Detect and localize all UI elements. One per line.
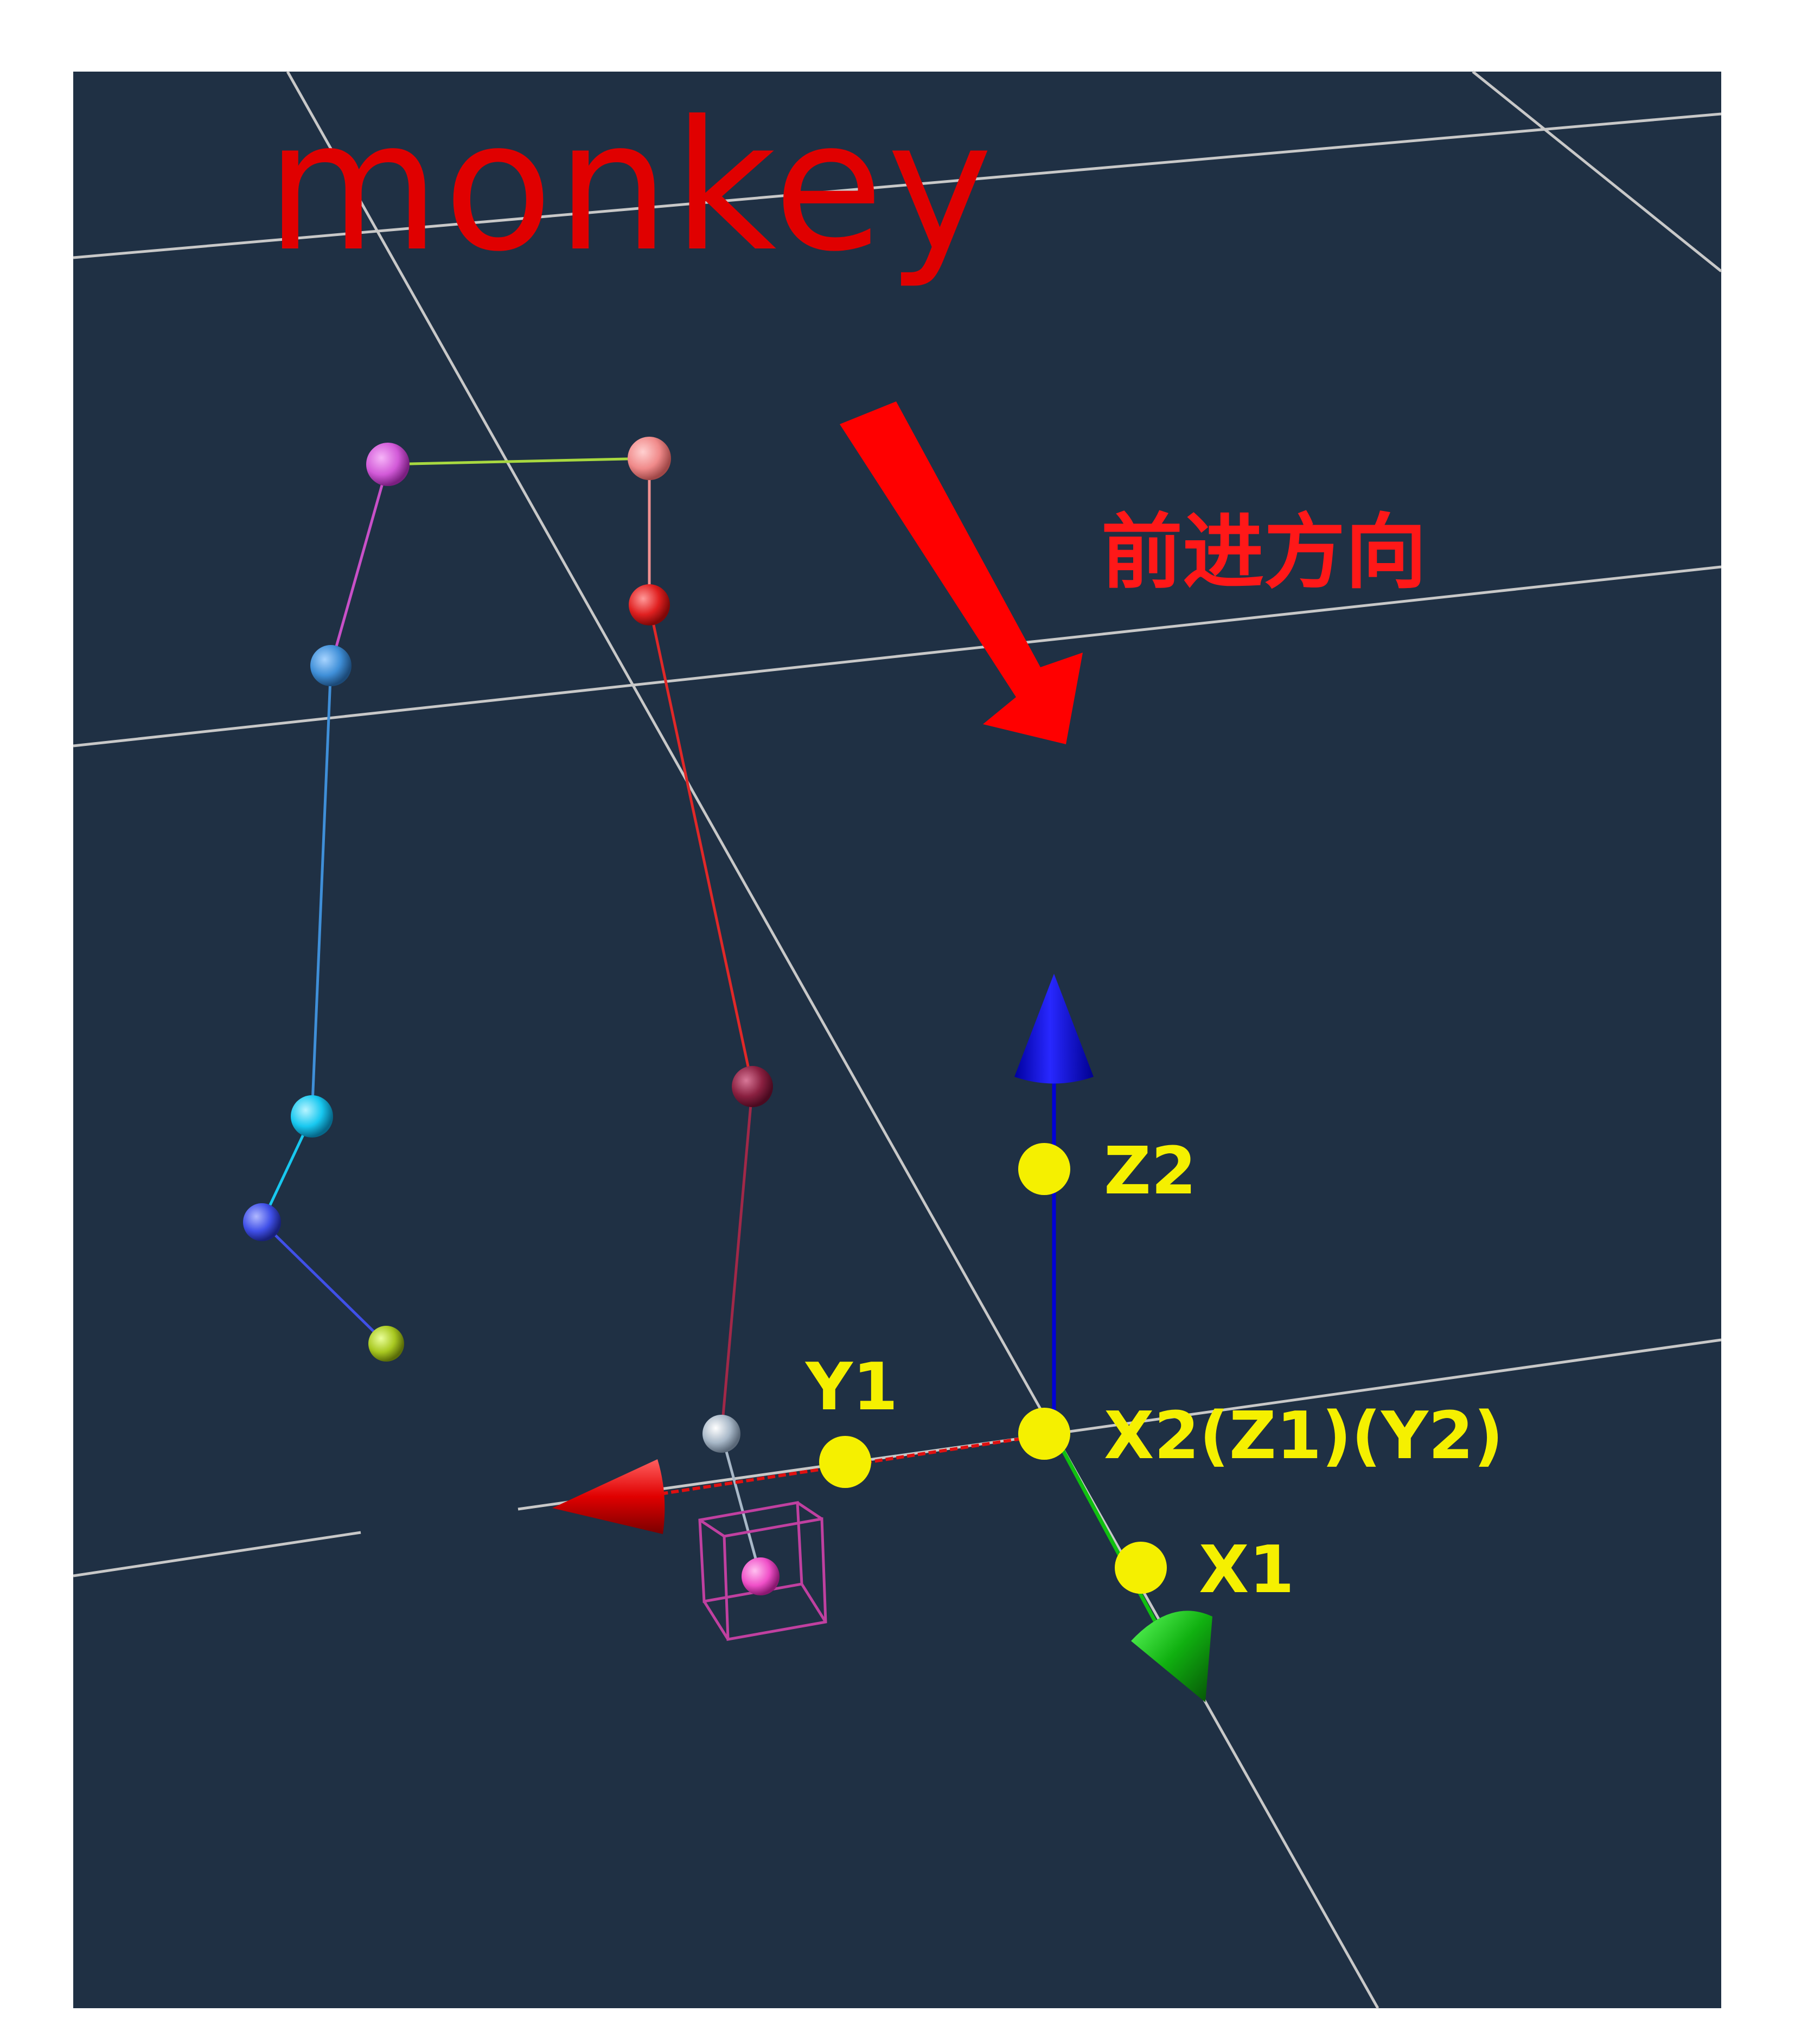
skeleton-joints	[243, 437, 780, 1595]
y-axis-arrowhead	[1131, 1611, 1212, 1702]
z-axis-arrowhead	[1014, 974, 1094, 1084]
point-x2-marker	[1018, 1408, 1070, 1460]
bbox-edge	[699, 1518, 725, 1538]
bone-foot-right	[720, 1433, 762, 1577]
viewport-background	[73, 72, 1721, 2008]
point-x1-label: X1	[1199, 1532, 1294, 1608]
foot-bounding-box	[698, 1501, 827, 1641]
joint-elbow-right	[629, 584, 670, 625]
direction-label: 前进方向	[1101, 506, 1427, 600]
point-y1-marker	[819, 1436, 871, 1488]
bbox-edge	[796, 1501, 823, 1521]
joint-hand-left	[243, 1203, 281, 1241]
joint-shoulder-right	[628, 437, 671, 480]
joint-knee-right	[732, 1066, 773, 1107]
bbox-edge	[800, 1583, 827, 1623]
point-z2-marker	[1018, 1143, 1070, 1195]
joint-elbow-left	[310, 645, 352, 686]
joint-shoulder-left	[366, 443, 410, 486]
grid-line	[518, 1338, 1722, 1511]
joint-foot-right	[742, 1557, 780, 1595]
grid-line	[73, 1531, 361, 1577]
bbox-edge	[702, 1600, 730, 1640]
grid-line	[73, 112, 1722, 259]
bone-upper-arm-left	[329, 464, 389, 666]
grid-line	[73, 565, 1722, 748]
joint-finger-left	[368, 1326, 404, 1362]
point-markers: Z2 X2(Z1)(Y2) Y1 X1	[804, 1134, 1503, 1608]
joint-wrist-left	[291, 1095, 333, 1138]
grid-line	[1472, 71, 1722, 272]
bone-shoulders	[387, 457, 650, 466]
point-x1-marker	[1115, 1542, 1167, 1594]
point-y1-label: Y1	[804, 1350, 898, 1425]
forward-direction-arrow	[840, 401, 1083, 744]
scene-title: monkey	[266, 82, 996, 291]
bone-shin-right	[720, 1086, 754, 1434]
bone-hand-left	[261, 1221, 387, 1345]
point-x2-label: X2(Z1)(Y2)	[1104, 1398, 1503, 1474]
bone-forearm-left	[310, 665, 333, 1117]
bone-thigh-right	[648, 604, 754, 1087]
joint-ankle-right	[702, 1415, 740, 1453]
point-z2-label: Z2	[1104, 1134, 1197, 1209]
x-axis-arrowhead	[552, 1459, 665, 1534]
